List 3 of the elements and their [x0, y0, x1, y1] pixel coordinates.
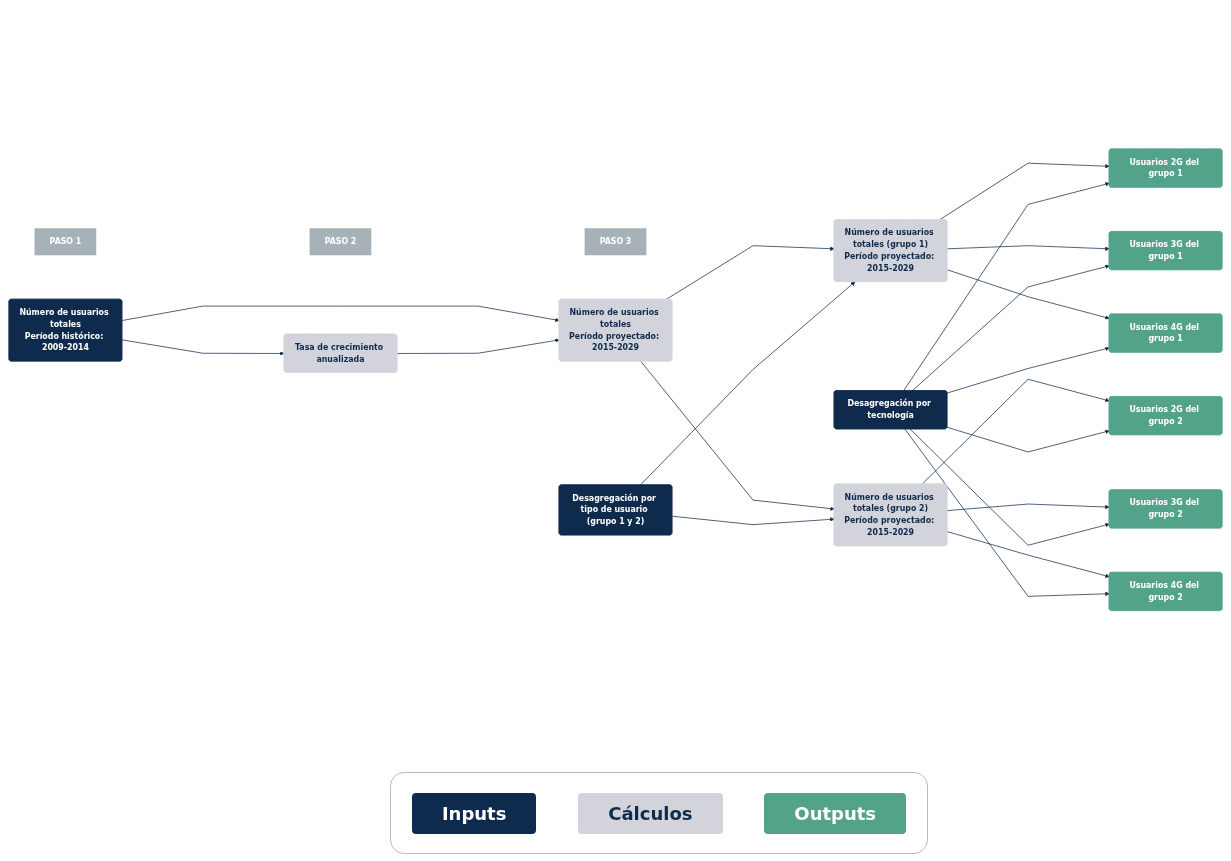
legend-swatch: Inputs	[411, 792, 537, 834]
legend-swatch: Cálculos	[578, 792, 723, 834]
legend-swatch: Outputs	[764, 792, 907, 834]
